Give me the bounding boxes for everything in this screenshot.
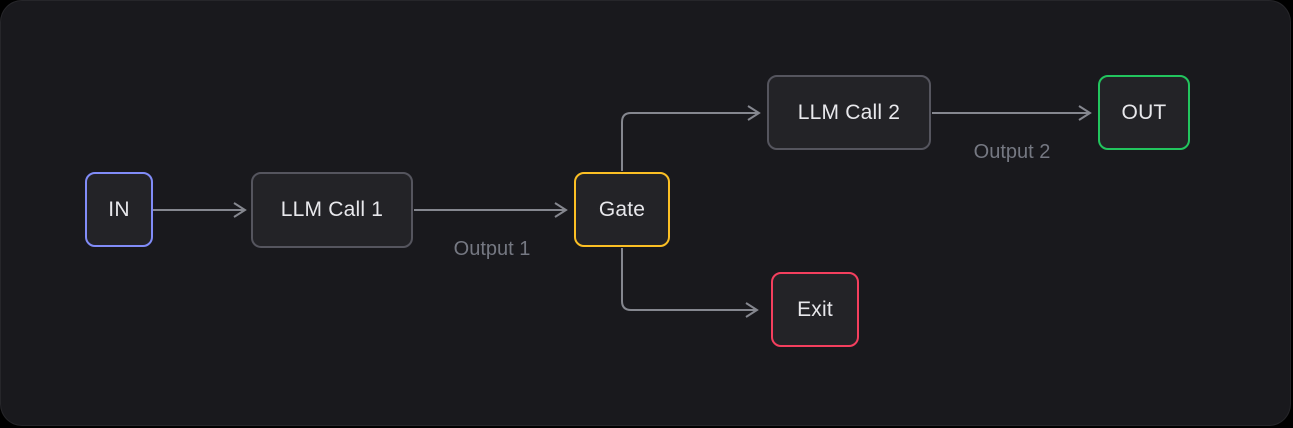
edge-gate-exit [621, 248, 759, 318]
node-out[interactable]: OUT [1098, 75, 1190, 150]
edge-llm2-out [932, 105, 1092, 121]
node-gate[interactable]: Gate [574, 172, 670, 247]
node-llm-call-2-label: LLM Call 2 [797, 100, 901, 124]
node-exit-label: Exit [797, 297, 833, 321]
edge-label-output-2: Output 2 [973, 141, 1051, 163]
node-gate-label: Gate [598, 197, 646, 221]
edge-gate-llm2 [621, 105, 761, 171]
edge-llm1-gate [414, 202, 568, 218]
node-llm-call-1-label: LLM Call 1 [280, 198, 384, 221]
edge-label-output-1: Output 1 [453, 238, 531, 260]
node-out-label: OUT [1121, 100, 1167, 124]
node-in-label: IN [108, 197, 130, 221]
node-llm-call-1[interactable]: LLM Call 1 [251, 172, 413, 248]
edge-in-llm1 [153, 202, 247, 218]
node-in[interactable]: IN [85, 172, 153, 247]
node-exit[interactable]: Exit [771, 272, 859, 347]
node-llm-call-2[interactable]: LLM Call 2 [767, 75, 931, 150]
